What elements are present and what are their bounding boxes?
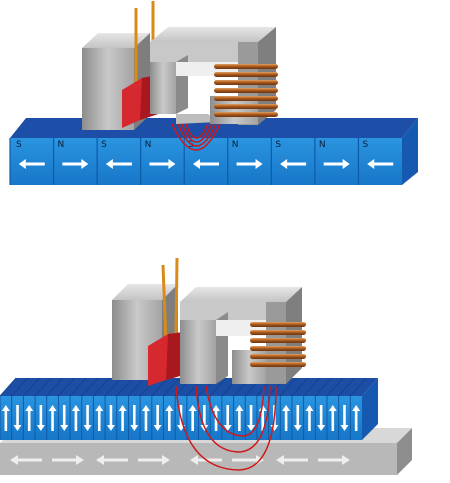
coil-turn: [214, 96, 278, 101]
coil-turn: [214, 112, 278, 117]
coil-turn: [214, 72, 278, 77]
bottom-medium-side: [362, 378, 378, 440]
underlayer-arrow-pair: [96, 455, 170, 465]
bottom-domain: [314, 377, 332, 440]
top-domain: [140, 138, 176, 185]
pole-label: S: [275, 140, 281, 150]
coil-turn: [214, 80, 278, 85]
top-domain: [183, 138, 219, 185]
top-domain: [96, 138, 132, 185]
bottom-reader-lead-1: [161, 264, 168, 346]
top-medium-side: [402, 118, 418, 185]
bottom-domain: [46, 377, 64, 440]
bottom-domain: [303, 377, 320, 440]
bottom-domain: [57, 377, 75, 440]
pole-label: S: [16, 140, 22, 150]
bottom-domain: [0, 377, 17, 440]
bottom-domain: [34, 377, 52, 440]
underlayer-arrow-pair: [276, 455, 350, 465]
bottom-domain: [127, 377, 145, 440]
bottom-domain: [116, 377, 134, 440]
top-domain: [227, 138, 263, 185]
bottom-domain: [338, 377, 355, 440]
bottom-reader-lead-2: [174, 257, 179, 336]
underlayer-arrow-pair: [190, 455, 264, 465]
top-domain: [52, 138, 89, 185]
bottom-writer-yoke: [180, 287, 302, 384]
bottom-domain: [151, 377, 169, 440]
bottom-write-coil: [250, 322, 306, 367]
bottom-domain: [186, 377, 204, 440]
coil-turn: [250, 322, 306, 327]
pole-label: S: [101, 140, 107, 150]
bottom-domain: [69, 377, 87, 440]
bottom-domain: [162, 377, 180, 440]
bottom-domain: [279, 377, 297, 440]
top-domain: [357, 138, 394, 185]
top-domain: [270, 138, 307, 185]
pole-label: N: [58, 140, 65, 150]
coil-turn: [250, 354, 306, 359]
top-domain: [9, 138, 45, 185]
bottom-domain: [22, 377, 40, 440]
underlayer-arrows: [10, 455, 350, 465]
perpendicular-recording-figure: [0, 257, 412, 475]
top-domain: [314, 138, 350, 185]
coil-turn: [214, 88, 278, 93]
coil-turn: [250, 338, 306, 343]
top-write-coil: [214, 64, 278, 117]
bottom-domain: [139, 377, 157, 440]
bottom-medium-domains: [0, 377, 367, 440]
bottom-domain: [92, 377, 110, 440]
pole-label: N: [232, 140, 239, 150]
pole-label: N: [319, 140, 326, 150]
coil-turn: [214, 104, 278, 109]
bottom-domain: [326, 377, 344, 440]
top-field-lines: [171, 123, 221, 151]
pole-label: N: [145, 140, 152, 150]
bottom-domain: [349, 377, 367, 440]
coil-turn: [250, 362, 306, 367]
coil-turn: [250, 346, 306, 351]
bottom-domain: [104, 377, 122, 440]
coil-turn: [250, 330, 306, 335]
coil-turn: [214, 64, 278, 69]
bottom-field-lines: [175, 385, 277, 471]
underlayer-arrow-pair: [10, 455, 84, 465]
bottom-domain: [291, 377, 309, 440]
bottom-domain: [81, 377, 99, 440]
bottom-domain: [11, 377, 28, 440]
bottom-domain: [209, 377, 227, 440]
pole-label: S: [362, 140, 368, 150]
